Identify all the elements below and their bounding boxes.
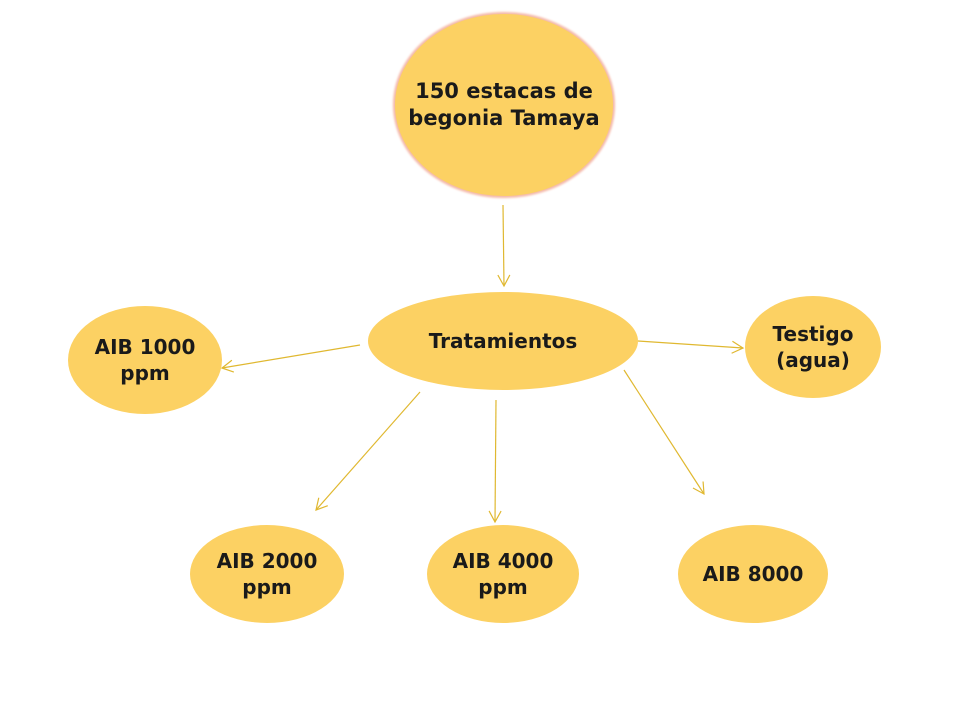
tratamientos-node-label: Tratamientos bbox=[428, 329, 578, 353]
arrow-to-aib-2000 bbox=[315, 391, 421, 511]
testigo-node: Testigo (agua) bbox=[745, 296, 881, 398]
aib-1000-node: AIB 1000 ppm bbox=[68, 306, 222, 414]
root-node: 150 estacas de begonia Tamaya bbox=[395, 14, 613, 196]
arrow-to-testigo bbox=[637, 340, 745, 354]
aib-4000-node: AIB 4000 ppm bbox=[427, 525, 579, 623]
aib-8000-node-label: AIB 8000 bbox=[702, 562, 804, 586]
arrow-to-aib-1000 bbox=[220, 344, 361, 373]
aib-4000-node-label: AIB 4000 ppm bbox=[452, 549, 554, 599]
aib-2000-node: AIB 2000 ppm bbox=[190, 525, 344, 623]
testigo-node-label: Testigo (agua) bbox=[772, 322, 854, 372]
aib-8000-node: AIB 8000 bbox=[678, 525, 828, 623]
arrow-to-aib-8000 bbox=[623, 369, 705, 496]
aib-1000-node-label: AIB 1000 ppm bbox=[94, 335, 196, 385]
root-node-label: 150 estacas de begonia Tamaya bbox=[408, 78, 600, 130]
arrow-to-aib-4000 bbox=[488, 399, 502, 524]
aib-2000-node-label: AIB 2000 ppm bbox=[216, 549, 318, 599]
arrow-root-to-tratamientos bbox=[497, 204, 511, 288]
tratamientos-node: Tratamientos bbox=[368, 292, 638, 390]
